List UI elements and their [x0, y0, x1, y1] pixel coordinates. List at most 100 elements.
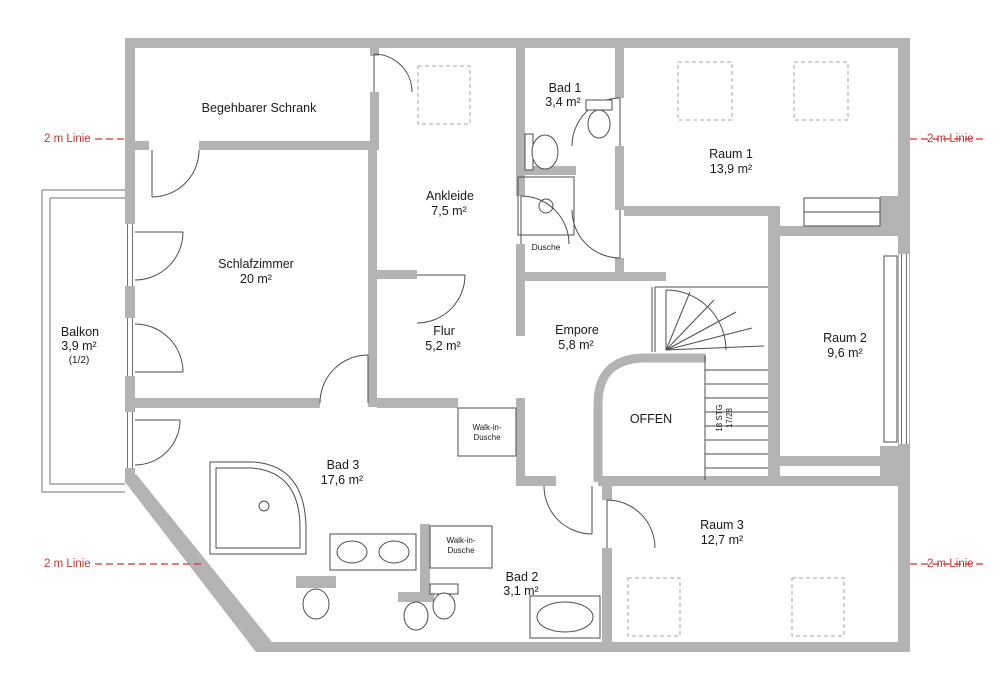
wall-segment [780, 456, 898, 466]
wall-segment [420, 524, 430, 594]
door-schlafzimmer-flur [319, 354, 369, 404]
staircase [651, 286, 768, 480]
windows [125, 197, 909, 468]
skylight [791, 577, 845, 637]
bathtub-corner [209, 461, 307, 555]
skylight [627, 577, 681, 637]
wall-segment [516, 172, 525, 196]
wall-segment [780, 226, 898, 236]
label-raum2-area: 9,6 m² [827, 346, 862, 360]
open-void-railing [593, 353, 706, 482]
bathtub-drain [258, 500, 270, 512]
wall-segment [370, 48, 379, 56]
label-balkon-area: 3,9 m² [61, 339, 96, 353]
window-opening [125, 224, 135, 286]
balcony-railing [41, 189, 125, 493]
label-raum2-name: Raum 2 [823, 331, 867, 345]
label-bad2-name: Bad 2 [506, 570, 539, 584]
wall-segment [368, 150, 377, 407]
railing-inner [49, 197, 125, 485]
wall-segment [256, 642, 910, 652]
wall-segment [516, 244, 525, 280]
label-bad3-area: 17,6 m² [321, 473, 363, 487]
sink [531, 134, 559, 170]
wall-segment [370, 92, 379, 150]
door-bad1 [571, 97, 621, 147]
bathtub [529, 595, 601, 639]
skylight [677, 61, 733, 121]
label-offen: OFFEN [630, 412, 672, 426]
label-dusche: Dusche [532, 242, 561, 252]
shower-tray [517, 176, 575, 236]
shower-drain [538, 198, 554, 214]
label-walkin2-line1: Walk-in- [446, 536, 475, 545]
label-raum1-name: Raum 1 [709, 147, 753, 161]
door-schrank [151, 149, 200, 198]
double-sink-counter [329, 533, 417, 571]
wall-segment [624, 206, 770, 216]
door-schrank-ankleide [373, 53, 413, 93]
toilet-tank [398, 592, 434, 602]
label-ankleide-name: Ankleide [426, 189, 474, 203]
wall-segment [516, 272, 666, 281]
label-bad1-area: 3,4 m² [545, 95, 580, 109]
skylight [417, 65, 471, 125]
label-bad3-name: Bad 3 [327, 458, 360, 472]
skylight [793, 61, 849, 121]
toilet-tank [585, 99, 613, 111]
label-begehbarer-schrank: Begehbarer Schrank [202, 101, 317, 115]
label-raum1-area: 13,9 m² [710, 162, 752, 176]
two-m-line-label: 2 m Linie [927, 558, 974, 570]
door-landing [571, 209, 621, 259]
label-stairs-line1: 18 STG [715, 404, 724, 432]
label-walkin1-line1: Walk-in- [472, 423, 501, 432]
label-raum3-name: Raum 3 [700, 518, 744, 532]
door-bad2 [543, 485, 593, 535]
label-flur-area: 5,2 m² [425, 339, 460, 353]
label-schlafzimmer-area: 20 m² [240, 272, 272, 286]
label-empore-name: Empore [555, 323, 599, 337]
window-sill [883, 255, 898, 443]
label-empore-area: 5,8 m² [558, 338, 593, 352]
toilet [403, 601, 429, 631]
label-walkin1-line2: Dusche [473, 433, 501, 442]
label-flur-name: Flur [433, 324, 455, 338]
wall-segment [135, 141, 149, 150]
walkin-shower-2 [429, 525, 493, 569]
two-m-line-label: 2 m Linie [44, 133, 91, 145]
wall-segment [516, 48, 525, 172]
label-stairs-line2: 17/28 [725, 407, 734, 428]
label-bad2-area: 3,1 m² [503, 584, 538, 598]
label-balkon-name: Balkon [61, 325, 99, 339]
label-raum3-area: 12,7 m² [701, 533, 743, 547]
wall-segment [516, 166, 576, 175]
stair-winders [665, 289, 765, 351]
stair-treads [705, 369, 768, 469]
window-opening [125, 318, 135, 376]
stair-walkline [665, 289, 727, 351]
wall-segment [516, 281, 525, 336]
door-ankleide-flur [416, 274, 466, 324]
door-balkon-2 [134, 323, 184, 373]
door-raum3 [606, 499, 656, 549]
toilet-tank [296, 576, 336, 588]
walkin-shower-1 [457, 407, 517, 457]
bathtub-inner [536, 601, 594, 633]
wall-segment [615, 258, 624, 281]
label-schlafzimmer-name: Schlafzimmer [218, 257, 294, 271]
two-m-line-label: 2 m Linie [44, 558, 91, 570]
label-ankleide-area: 7,5 m² [431, 204, 466, 218]
toilet [587, 109, 611, 139]
wall-segment [377, 270, 417, 279]
wall-segment [615, 48, 624, 98]
sink [336, 540, 368, 564]
label-bad1-name: Bad 1 [549, 81, 582, 95]
height-guides: 2 m Linie 2 m Linie 2 m Linie 2 m Linie [44, 133, 985, 570]
wall-segment [615, 146, 624, 210]
wall-segment [135, 398, 320, 408]
interior-walls [135, 48, 898, 642]
wall-segment [125, 38, 910, 48]
fixtures [209, 99, 613, 639]
window-opening [125, 412, 135, 468]
